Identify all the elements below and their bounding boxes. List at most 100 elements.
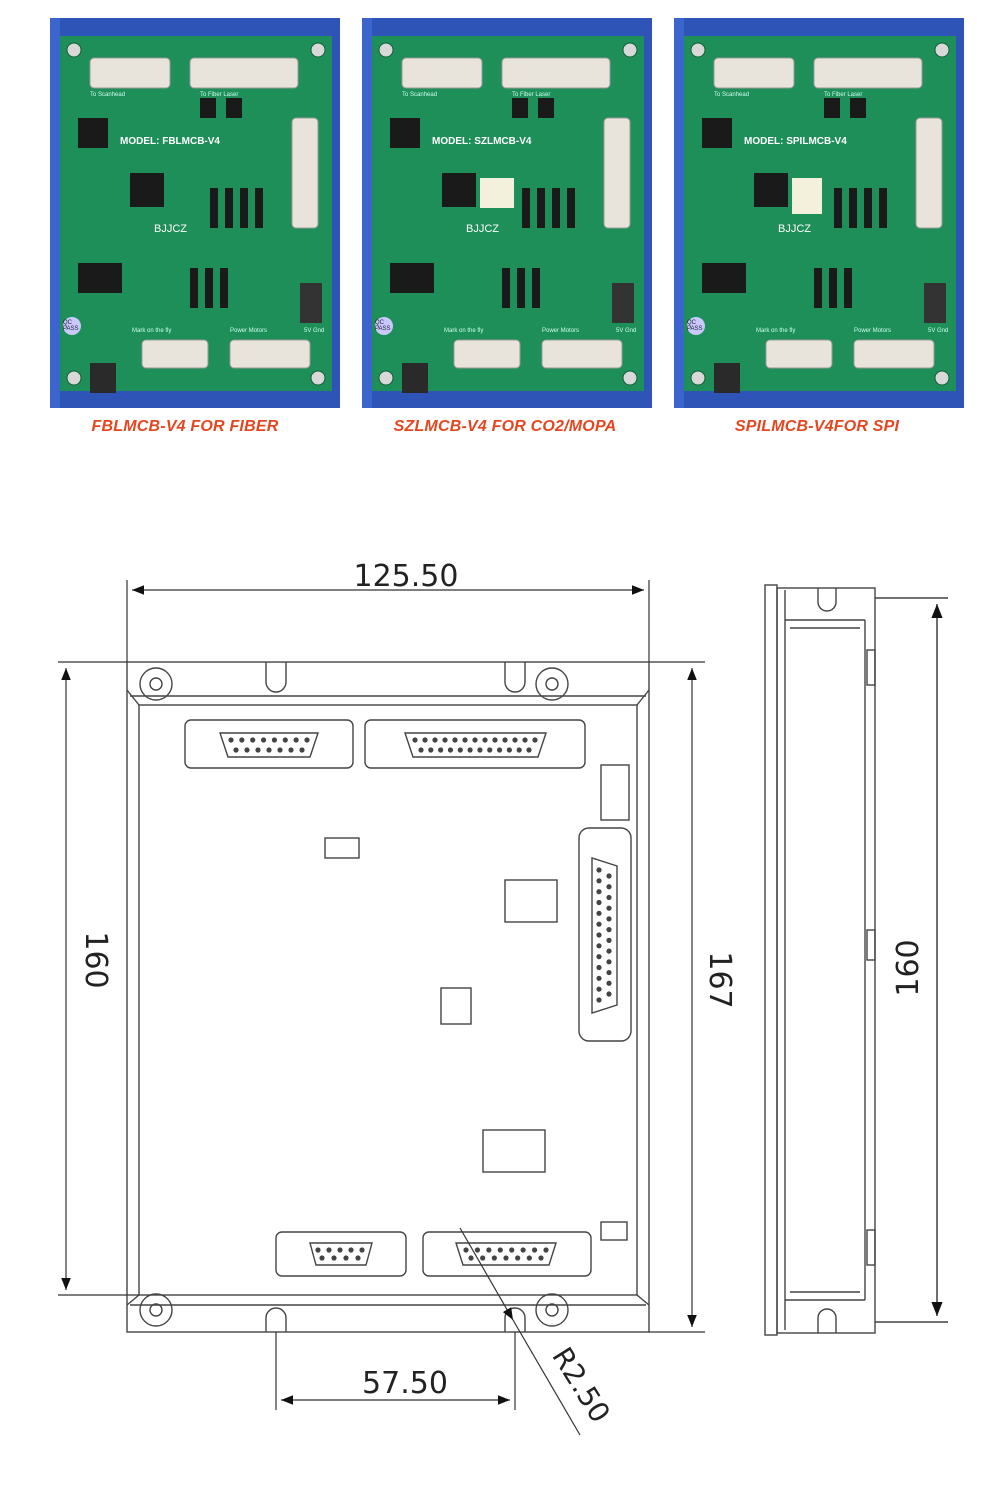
connector-pin (315, 1247, 321, 1253)
port-label-scanhead: To Scanhead (714, 92, 750, 98)
connector-pin (543, 1247, 549, 1253)
connector-pin (596, 889, 602, 895)
connector-pin (531, 1247, 538, 1253)
connector-pin (468, 1255, 474, 1261)
connector-pin (288, 747, 294, 753)
connector-pin (472, 737, 478, 743)
connector-pin (606, 905, 612, 911)
connector-pin (515, 1255, 521, 1261)
connector-pin (486, 1247, 492, 1253)
caption-fblmcb: FBLMCB-V4 FOR FIBER (91, 418, 279, 435)
connector-pin (596, 878, 602, 884)
connector-pin (282, 737, 288, 743)
connector-pin (355, 1255, 361, 1261)
connector-pin (462, 737, 468, 743)
connector-pin (506, 747, 512, 753)
connector-pin (233, 747, 239, 753)
connector-pin (244, 747, 250, 753)
connector-pin (250, 737, 256, 743)
dimension-drawing: 125.50 160 167 160 57.50 R2.50 (0, 500, 1000, 1485)
board-photo-szlmcb: MODEL: SZLMCB-V4 BJJCZ To Scanhead To Fi… (362, 18, 652, 408)
connector-pin (606, 927, 612, 933)
connector-pin (442, 737, 448, 743)
dim-radius: R2.50 (545, 1342, 616, 1429)
connector-pin (606, 916, 612, 922)
connector-pin (596, 997, 602, 1003)
port-label-power: Power Motors (542, 328, 580, 334)
brand-label: BJJCZ (778, 223, 811, 235)
connector-pin (532, 737, 538, 743)
port-label-laser: To Fiber Laser (200, 92, 239, 98)
connector-pin (228, 737, 234, 743)
connector-pin (516, 747, 522, 753)
connector-pin (266, 747, 272, 753)
dim-height-left: 160 (78, 931, 113, 988)
connector-pin (293, 737, 299, 743)
port-label-gnd: 5V Gnd (304, 328, 325, 334)
connector-pin (526, 747, 532, 753)
side-view (764, 584, 948, 1336)
connector-pin (526, 1255, 532, 1261)
connector-pin (480, 1255, 486, 1261)
connector-pin (606, 937, 612, 943)
qc-pass-sticker: QC PASS (63, 320, 79, 332)
connector-pin (447, 747, 454, 753)
connector-pin (596, 921, 602, 927)
connector-pin (509, 1247, 515, 1253)
dim-side-height: 160 (891, 939, 926, 996)
connector-pin (522, 737, 528, 743)
port-label-laser: To Fiber Laser (824, 92, 863, 98)
connector-pin (606, 980, 612, 986)
connector-pin (331, 1255, 337, 1261)
connector-pin (304, 737, 310, 743)
board-illustration (674, 18, 964, 408)
connector-pin (432, 737, 438, 743)
port-label-gnd: 5V Gnd (928, 328, 949, 334)
port-label-laser: To Fiber Laser (512, 92, 551, 98)
connector-pin (271, 737, 278, 743)
connector-pin (463, 1247, 469, 1253)
qc-pass-sticker: QC PASS (687, 320, 703, 332)
connector-pin (596, 954, 602, 960)
connector-pin (497, 1247, 503, 1253)
front-view (126, 661, 650, 1333)
connector-pin (596, 943, 602, 949)
port-label-gnd: 5V Gnd (616, 328, 637, 334)
connector-pin (343, 1255, 349, 1261)
board-photo-spilmcb: MODEL: SPILMCB-V4 BJJCZ To Scanhead To F… (674, 18, 964, 408)
connector-pin (255, 747, 261, 753)
model-label: MODEL: SZLMCB-V4 (432, 136, 532, 147)
connector-pin (606, 991, 612, 997)
dim-height-right: 167 (702, 951, 737, 1008)
board-photo-fblmcb: MODEL: FBLMCB-V4 BJJCZ To Scanhead To Fi… (50, 18, 340, 408)
port-label-scanhead: To Scanhead (90, 92, 126, 98)
connector-pin (348, 1247, 354, 1253)
connector-pin (457, 747, 463, 753)
caption-szlmcb: SZLMCB-V4 FOR CO2/MOPA (393, 418, 617, 435)
model-label: MODEL: FBLMCB-V4 (120, 136, 220, 147)
connector-pin (503, 1255, 509, 1261)
connector-pin (337, 1247, 343, 1253)
connector-pin (538, 1255, 544, 1261)
connector-pin (491, 1255, 497, 1261)
connector-pin (477, 747, 483, 753)
connector-pin (319, 1255, 325, 1261)
connector-pin (260, 737, 267, 743)
connector-pin (596, 986, 602, 992)
connector-pin (606, 969, 612, 976)
connector-pin (239, 737, 245, 743)
connector-pin (502, 737, 508, 743)
connector-pin (492, 737, 498, 743)
connector-pin (422, 737, 428, 743)
connector-pin (474, 1247, 481, 1253)
connector-pin (326, 1247, 332, 1253)
connector-pin (487, 747, 493, 753)
connector-pin (482, 737, 488, 743)
port-label-scanhead: To Scanhead (402, 92, 438, 98)
qc-pass-sticker: QC PASS (375, 320, 391, 332)
connector-pin (438, 747, 444, 753)
connector-pin (412, 737, 418, 743)
connector-pin (418, 747, 424, 753)
connector-pin (606, 959, 612, 965)
dimension-lines (58, 580, 705, 1436)
